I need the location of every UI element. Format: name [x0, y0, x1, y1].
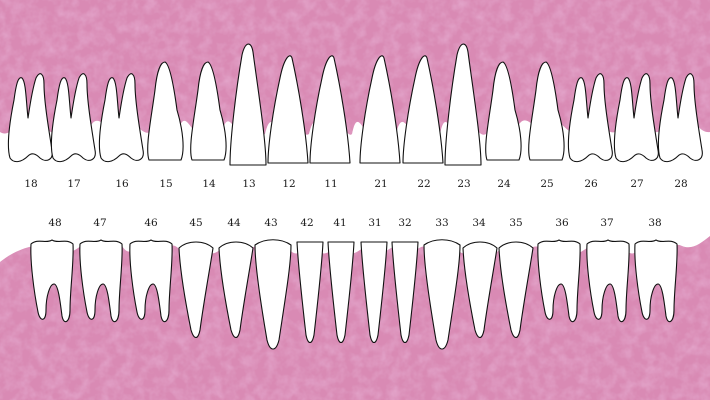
- lower-tooth-41: [327, 241, 355, 344]
- lower-gum-texture: [0, 236, 710, 400]
- upper-tooth-number: 28: [674, 178, 687, 190]
- upper-tooth-12: [267, 55, 309, 164]
- upper-tooth-number: 11: [324, 178, 337, 190]
- upper-tooth-number: 15: [159, 178, 172, 190]
- lower-tooth-number: 41: [333, 217, 346, 229]
- upper-tooth-26: [567, 73, 613, 163]
- lower-tooth-number: 31: [368, 217, 381, 229]
- upper-tooth-number: 14: [202, 178, 216, 190]
- upper-gum-texture: [0, 0, 710, 137]
- upper-teeth: [7, 43, 703, 166]
- lower-tooth-number: 47: [93, 217, 106, 229]
- upper-tooth-25: [528, 61, 565, 161]
- upper-tooth-number: 23: [457, 178, 470, 190]
- lower-tooth-33: [423, 239, 461, 350]
- upper-tooth-number: 18: [24, 178, 37, 190]
- upper-tooth-14: [190, 61, 227, 161]
- lower-tooth-number: 35: [509, 217, 522, 229]
- upper-tooth-number: 24: [497, 178, 511, 190]
- lower-tooth-number: 42: [300, 217, 313, 229]
- upper-tooth-11: [309, 55, 351, 164]
- upper-tooth-17: [50, 73, 96, 163]
- lower-tooth-44: [218, 241, 254, 339]
- upper-tooth-18: [7, 73, 53, 163]
- lower-tooth-42: [296, 241, 324, 344]
- upper-tooth-number: 21: [374, 178, 387, 190]
- upper-tooth-16: [98, 73, 144, 163]
- lower-tooth-number: 37: [600, 217, 613, 229]
- lower-tooth-number: 38: [648, 217, 661, 229]
- upper-tooth-number: 12: [282, 178, 295, 190]
- lower-tooth-47: [79, 239, 123, 323]
- upper-tooth-number: 25: [540, 178, 553, 190]
- lower-tooth-number: 36: [555, 217, 569, 229]
- upper-tooth-22: [402, 55, 444, 164]
- lower-tooth-numbers: 48 47 46 45 44 43 42 41 31 32 33 34 35 36 37 38: [48, 217, 661, 229]
- lower-tooth-48: [30, 239, 74, 323]
- upper-tooth-number: 26: [584, 178, 598, 190]
- lower-tooth-36: [537, 239, 581, 323]
- upper-tooth-27: [613, 73, 659, 163]
- upper-tooth-28: [657, 73, 703, 163]
- upper-tooth-15: [147, 61, 184, 161]
- upper-tooth-number: 27: [630, 178, 643, 190]
- lower-tooth-number: 44: [227, 217, 241, 229]
- lower-tooth-number: 46: [144, 217, 158, 229]
- upper-tooth-number: 22: [417, 178, 430, 190]
- upper-tooth-number: 17: [67, 178, 80, 190]
- lower-tooth-31: [360, 241, 388, 344]
- lower-tooth-number: 45: [189, 217, 202, 229]
- lower-tooth-number: 34: [472, 217, 486, 229]
- lower-tooth-37: [586, 239, 630, 323]
- lower-tooth-46: [129, 239, 173, 323]
- lower-tooth-number: 43: [264, 217, 277, 229]
- lower-tooth-32: [391, 241, 419, 344]
- lower-tooth-45: [178, 241, 214, 339]
- upper-tooth-23: [444, 43, 482, 166]
- lower-tooth-number: 48: [48, 217, 61, 229]
- lower-tooth-number: 32: [398, 217, 411, 229]
- lower-tooth-35: [498, 241, 534, 339]
- upper-tooth-24: [485, 61, 522, 161]
- lower-teeth: [30, 239, 678, 350]
- lower-tooth-34: [462, 241, 498, 339]
- upper-tooth-number: 13: [242, 178, 255, 190]
- upper-tooth-numbers: 18 17 16 15 14 13 12 11 21 22 23 24 25 26 27 28: [24, 178, 687, 190]
- upper-tooth-number: 16: [115, 178, 129, 190]
- upper-tooth-13: [229, 43, 267, 166]
- upper-tooth-21: [359, 55, 401, 164]
- lower-tooth-number: 33: [435, 217, 448, 229]
- lower-tooth-43: [254, 239, 292, 350]
- lower-tooth-38: [634, 239, 678, 323]
